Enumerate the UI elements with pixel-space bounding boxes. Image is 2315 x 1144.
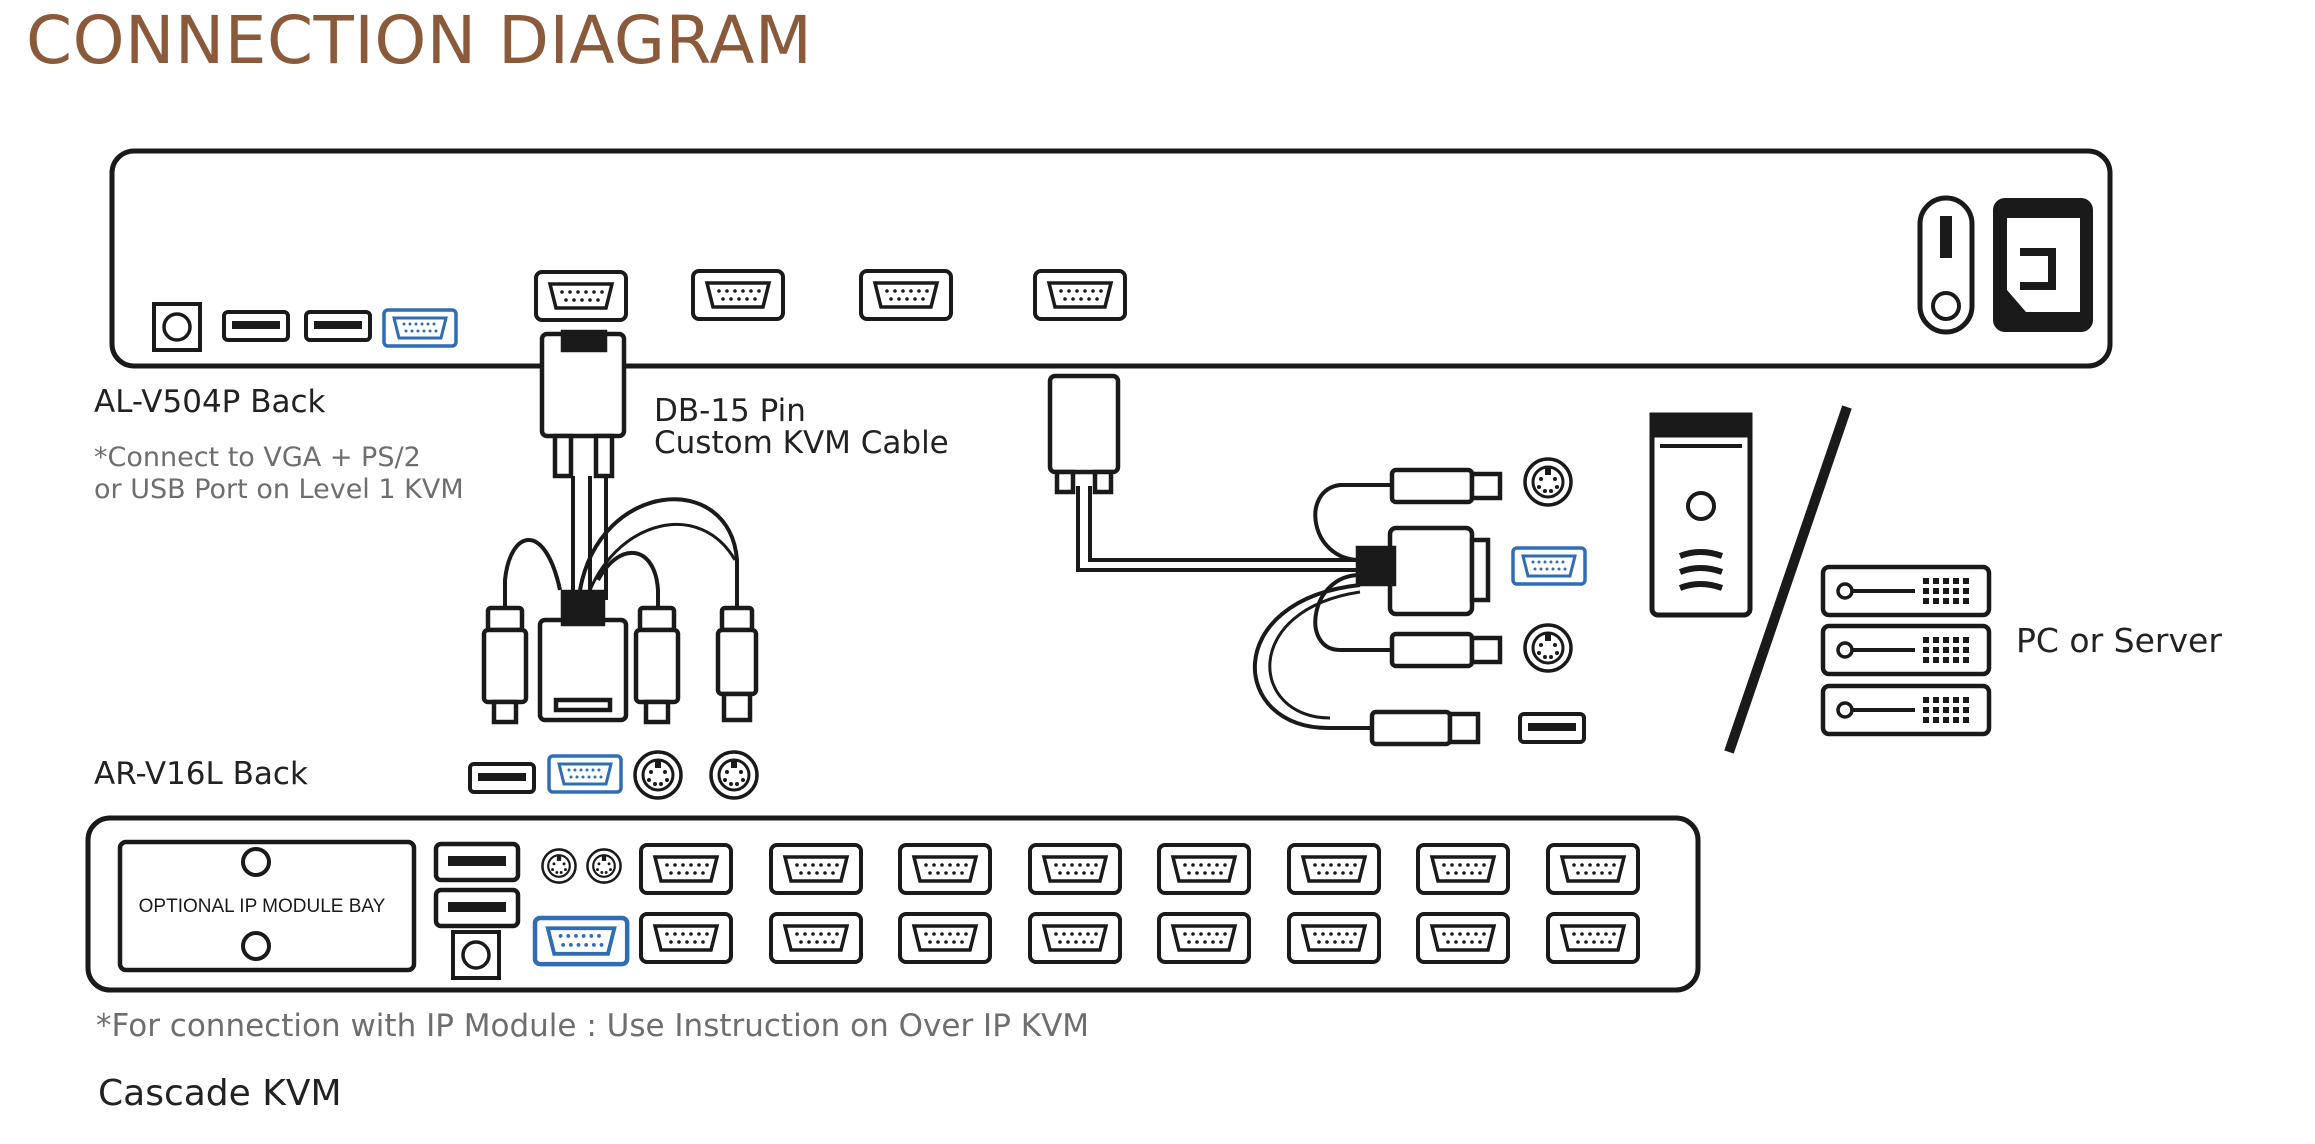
power-inlet xyxy=(1993,198,2093,332)
lower-ps2-port-1 xyxy=(633,750,683,800)
upper-usb-port-2 xyxy=(304,310,372,342)
pc-tower-icon xyxy=(1649,412,1753,618)
lower-ps2-port-2 xyxy=(709,750,759,800)
lower-vga-port xyxy=(547,754,623,794)
kvm-cable-right xyxy=(1047,373,1503,747)
upper-db15-port-1 xyxy=(534,270,628,322)
ip-module-bay xyxy=(117,839,417,973)
lower-unit-label: AR-V16L Back xyxy=(94,756,308,792)
cascade-kvm-label: Cascade KVM xyxy=(98,1073,342,1114)
pc-vga-port xyxy=(1511,546,1587,586)
upper-dc-jack xyxy=(152,302,202,352)
upper-unit-note-2: or USB Port on Level 1 KVM xyxy=(94,474,464,505)
ip-module-note: *For connection with IP Module : Use Ins… xyxy=(96,1008,1090,1044)
server-unit-2 xyxy=(1823,626,1989,674)
pc-ps2-port-1 xyxy=(1523,457,1573,507)
power-switch xyxy=(1917,195,1975,335)
cable-label-line2: Custom KVM Cable xyxy=(654,425,949,461)
upper-db15-port-2 xyxy=(691,269,785,321)
kvm-cable-left xyxy=(481,329,759,725)
diagram-title: CONNECTION DIAGRAM xyxy=(26,2,813,79)
lower-usb-port xyxy=(468,762,536,794)
ip-module-bay-label: OPTIONAL IP MODULE BAY xyxy=(139,896,386,917)
upper-vga-port xyxy=(382,308,458,348)
pc-ps2-port-2 xyxy=(1523,623,1573,673)
or-divider xyxy=(1724,405,1852,754)
upper-db15-port-3 xyxy=(859,269,953,321)
server-unit-1 xyxy=(1823,567,1989,615)
pc-usb-port xyxy=(1518,712,1586,744)
cable-label-line1: DB-15 Pin xyxy=(654,393,806,429)
upper-unit-note-1: *Connect to VGA + PS/2 xyxy=(94,442,421,473)
upper-usb-port-1 xyxy=(222,310,290,342)
upper-db15-port-4 xyxy=(1033,269,1127,321)
lower-console-vga-port xyxy=(535,918,627,964)
upper-unit-label: AL-V504P Back xyxy=(94,384,326,420)
lower-dc-jack xyxy=(451,930,501,980)
server-unit-3 xyxy=(1823,686,1989,734)
target-label: PC or Server xyxy=(2016,621,2222,660)
